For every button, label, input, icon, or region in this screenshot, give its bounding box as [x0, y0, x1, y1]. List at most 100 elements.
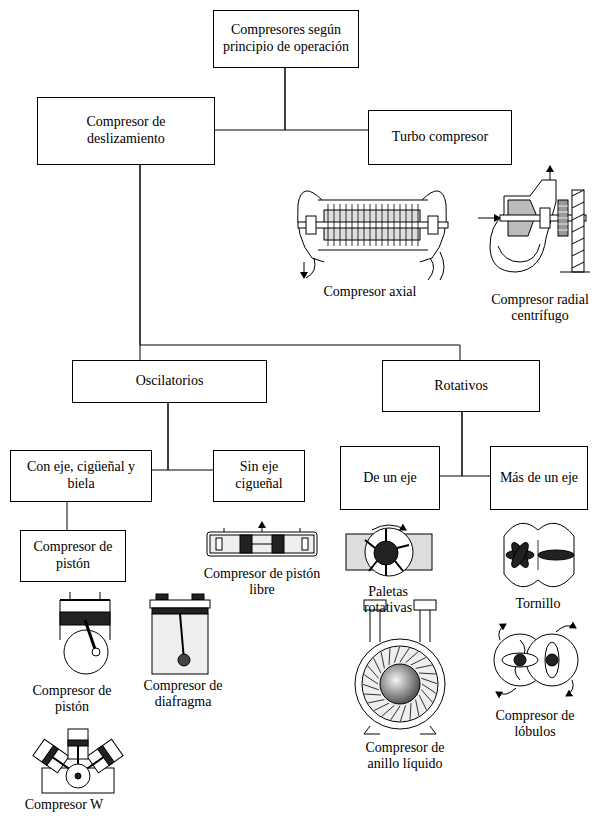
- radial-compressor-part: [478, 218, 500, 219]
- figure-caption: Compresor de pistón: [25, 683, 120, 715]
- radial-compressor-part: [540, 208, 550, 228]
- liquid-ring-compressor-part-part: [410, 703, 411, 720]
- figure-caption: Compresor de diafragma: [136, 678, 231, 710]
- category-box: Sin eje cigueñal: [213, 450, 305, 502]
- w-compressor-part-part: [98, 746, 114, 766]
- liquid-ring-compressor-part-part: [368, 700, 384, 703]
- liquid-ring-compressor-part-part: [381, 652, 384, 668]
- free-piston-compressor: [207, 522, 317, 556]
- radial-compressor-part: [558, 206, 568, 230]
- axial-compressor-part: [298, 222, 448, 228]
- piston-compressor-part: [70, 592, 100, 600]
- liquid-ring-compressor-part-part: [419, 673, 436, 674]
- axial-compressor-part: [328, 204, 418, 246]
- radial-compressor-part: [560, 272, 590, 273]
- radial-compressor-part: [572, 190, 584, 268]
- figure-caption: Tornillo: [498, 596, 578, 612]
- axial-compressor-part: [440, 252, 444, 280]
- axial-compressor-part: [304, 262, 305, 278]
- radial-compressor: [478, 166, 590, 272]
- lobe-compressor: [494, 624, 578, 696]
- liquid-ring-compressor-part-part: [363, 684, 379, 689]
- free-piston-compressor-part: [252, 544, 272, 545]
- liquid-ring-compressor-part: [364, 726, 436, 734]
- liquid-ring-compressor-part-part: [382, 705, 394, 716]
- liquid-ring-compressor-part: [363, 647, 437, 721]
- category-box: Compresores según principio de operación: [213, 10, 359, 68]
- liquid-ring-compressor-part-part: [406, 652, 418, 663]
- box-text-holder: Más de un eje: [492, 466, 586, 491]
- box-label: Compresores según principio de operación: [222, 22, 350, 56]
- tree-connector: [140, 165, 460, 360]
- diaphragm-compressor: [150, 594, 210, 674]
- piston-compressor-part: [64, 630, 108, 674]
- diaphragm-compressor-part: [152, 608, 208, 614]
- liquid-ring-compressor-part-part: [400, 705, 405, 721]
- lobe-compressor-part: [496, 688, 516, 694]
- liquid-ring-compressor-part-part: [411, 658, 426, 665]
- w-compressor: [33, 729, 123, 793]
- liquid-ring-compressor-part-part: [416, 700, 419, 716]
- axial-compressor-part: [318, 250, 428, 251]
- liquid-ring-compressor-part-part: [421, 690, 432, 702]
- radial-compressor-part: [558, 200, 568, 236]
- category-box: Compresor de deslizamiento: [37, 97, 215, 165]
- box-label: Turbo compresor: [392, 129, 488, 146]
- axial-compressor-part: [428, 258, 434, 280]
- box-text-holder: Turbo compresor: [384, 125, 496, 150]
- free-piston-compressor-part: [240, 535, 252, 553]
- liquid-ring-compressor-part: [355, 639, 445, 729]
- figure-caption: Compresor radial centrífugo: [485, 292, 595, 324]
- rotary-vane-compressor-part: [372, 525, 406, 530]
- liquid-ring-compressor: [355, 600, 445, 734]
- liquid-ring-compressor-part-part: [394, 647, 399, 663]
- box-label: Más de un eje: [500, 470, 578, 487]
- tree-connector: [215, 68, 285, 130]
- free-piston-compressor-part: [302, 538, 308, 550]
- axial-compressor: [298, 191, 448, 280]
- tree-connector: [152, 403, 168, 470]
- figure-caption: Compresor W: [14, 797, 114, 813]
- figure-caption: Compresor de anillo líquido: [353, 740, 458, 772]
- free-piston-compressor-part: [262, 522, 263, 532]
- liquid-ring-compressor-part-part: [389, 648, 390, 665]
- lobe-compressor-part: [514, 654, 526, 666]
- box-label: Con eje, cigüeñal y biela: [17, 459, 145, 493]
- axial-compressor-part: [306, 258, 315, 278]
- rotary-vane-compressor-part: [365, 528, 413, 576]
- screw-compressor-part: [509, 540, 532, 569]
- category-box: Compresor de pistón: [20, 530, 126, 582]
- lobe-compressor-part: [515, 640, 525, 680]
- screw-compressor-part: [538, 550, 574, 560]
- w-compressor-part-part: [42, 746, 58, 766]
- box-label: Compresor de deslizamiento: [58, 114, 194, 148]
- lobe-compressor-part: [556, 626, 576, 632]
- lobe-compressor-part: [499, 624, 506, 640]
- tree-connector: [67, 502, 68, 530]
- w-compressor-part-part: [87, 739, 123, 773]
- liquid-ring-compressor-part-part: [374, 703, 389, 710]
- figure-caption: Paletas rotativas: [351, 584, 426, 616]
- free-piston-compressor-part: [210, 535, 314, 553]
- axial-compressor-part: [306, 216, 316, 234]
- diaphragm-compressor-part: [150, 600, 210, 608]
- screw-compressor-part: [538, 540, 539, 570]
- free-piston-compressor-part: [216, 538, 222, 550]
- w-compressor-part: [75, 773, 81, 779]
- liquid-ring-compressor-part-part: [421, 678, 437, 683]
- radial-compressor-part: [498, 244, 540, 262]
- liquid-ring-compressor-part-part: [368, 666, 379, 678]
- liquid-ring-compressor-part-part: [400, 648, 409, 662]
- liquid-ring-compressor-part-part: [419, 695, 426, 710]
- box-label: Sin eje cigueñal: [220, 459, 298, 493]
- screw-compressor-part: [509, 540, 532, 569]
- lobe-compressor-part: [545, 642, 559, 678]
- rotary-vane-compressor-part: [365, 529, 409, 576]
- free-piston-compressor-part: [272, 535, 284, 553]
- tree-connector: [440, 412, 462, 476]
- piston-compressor: [60, 592, 110, 674]
- w-compressor-part: [68, 740, 88, 746]
- box-text-holder: Rotativos: [426, 374, 496, 399]
- box-label: Oscilatorios: [136, 373, 204, 390]
